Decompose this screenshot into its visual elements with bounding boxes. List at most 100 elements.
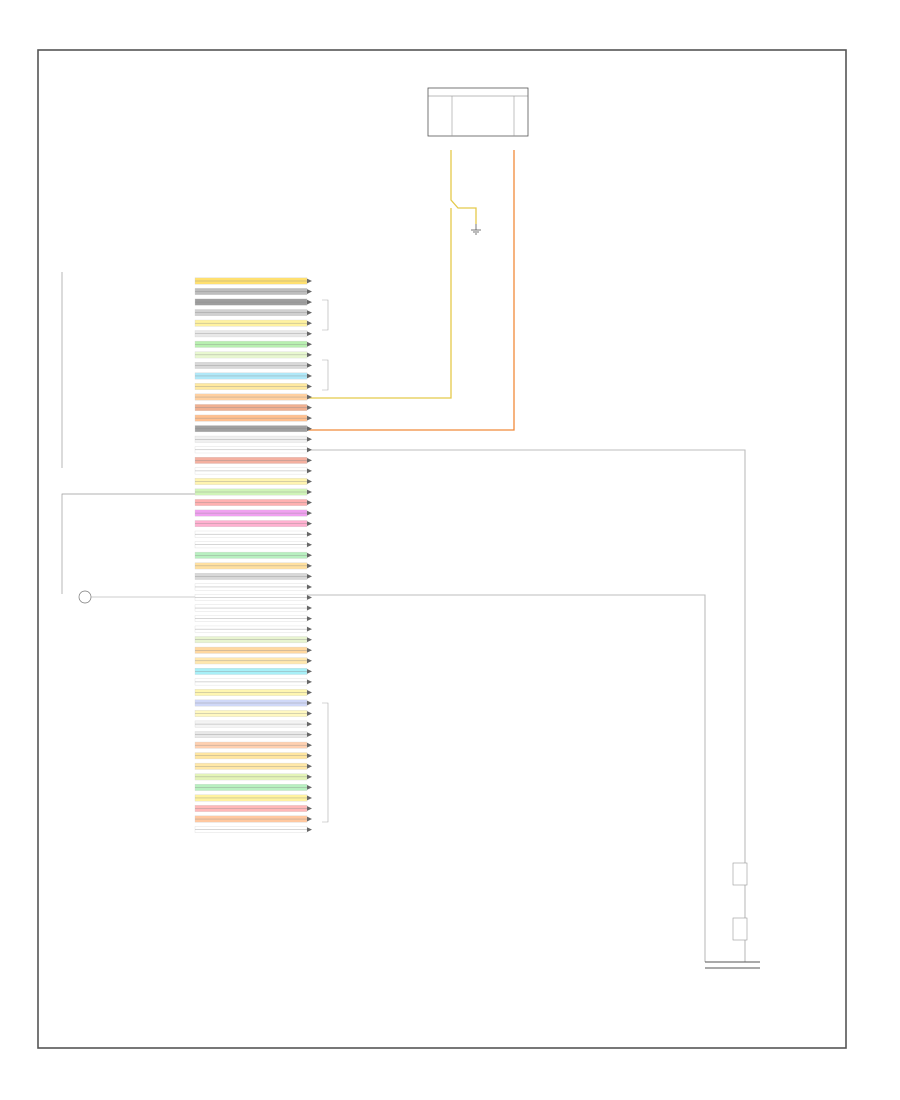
arrow-icon	[307, 711, 312, 716]
arrow-icon	[307, 753, 312, 759]
pin-row	[194, 309, 312, 317]
pin-row	[194, 752, 312, 760]
pin-row	[194, 805, 312, 812]
pin-row	[194, 583, 312, 591]
pin-row	[194, 784, 312, 791]
pin-row	[194, 594, 312, 601]
arrow-icon	[307, 394, 312, 400]
system-brackets	[322, 299, 329, 823]
yellow-wire	[450, 150, 477, 224]
arrow-icon	[307, 584, 312, 590]
pin-row	[194, 393, 312, 401]
arrow-icon	[307, 637, 312, 643]
pin-row	[194, 699, 312, 707]
arrow-icon	[307, 774, 312, 780]
pin-row	[194, 815, 312, 823]
arrow-icon	[307, 732, 312, 738]
arrow-icon	[307, 500, 312, 505]
pin-row	[194, 383, 312, 390]
arrow-icon	[307, 405, 312, 410]
arrow-icon	[307, 552, 312, 558]
pin-row	[194, 478, 312, 485]
diagram-border	[37, 49, 847, 1049]
arrow-icon	[307, 489, 312, 495]
pin-row	[194, 509, 312, 517]
pin-row	[194, 277, 312, 285]
arrow-icon	[307, 415, 312, 421]
pin-row	[194, 773, 312, 781]
pin-row	[194, 435, 312, 443]
arrow-icon	[307, 721, 312, 727]
pin-row	[194, 541, 312, 549]
top-module-box	[427, 87, 529, 137]
pin-row	[194, 404, 312, 411]
arrow-icon	[307, 510, 312, 516]
pin-row	[194, 456, 312, 464]
arrow-icon	[307, 468, 312, 474]
gray-wire	[306, 449, 746, 962]
arrow-icon	[307, 531, 312, 537]
pin-row	[194, 362, 312, 369]
pin-row	[194, 625, 312, 633]
pin-row	[194, 551, 312, 559]
pin-row	[194, 562, 312, 570]
arrow-icon	[307, 384, 312, 389]
arrow-icon	[307, 595, 312, 600]
arrow-icon	[307, 521, 312, 527]
pin-row	[194, 330, 312, 338]
arrow-icon	[307, 331, 312, 337]
arrow-icon	[307, 563, 312, 569]
connector-bracket	[61, 493, 196, 594]
pin-row	[194, 678, 312, 686]
pin-row	[194, 446, 312, 454]
arrow-icon	[307, 373, 312, 379]
pin-row	[194, 636, 312, 644]
arrow-icon	[307, 827, 312, 832]
arrow-icon	[307, 320, 312, 326]
arrow-icon	[307, 479, 312, 484]
pin-row	[194, 657, 312, 665]
bottom-module	[705, 862, 760, 969]
yellow-wire-branch	[306, 208, 452, 399]
pin-row	[194, 741, 312, 749]
arrow-icon	[307, 542, 312, 548]
pin-row	[194, 615, 312, 622]
arrow-icon	[307, 763, 312, 769]
arrow-icon	[307, 690, 312, 695]
arrow-icon	[307, 668, 312, 674]
arrow-icon	[307, 785, 312, 790]
arrow-icon	[307, 616, 312, 621]
pin-row	[194, 298, 312, 306]
pin-row	[194, 499, 312, 506]
arrow-icon	[307, 278, 312, 284]
pin-row	[194, 604, 312, 612]
arrow-icon	[307, 795, 312, 801]
arrow-icon	[307, 363, 312, 368]
pin-row	[194, 731, 312, 739]
arrow-icon	[307, 605, 312, 611]
arrow-icon	[307, 700, 312, 706]
pin-row	[194, 414, 312, 422]
pin-row	[194, 668, 312, 675]
arrow-icon	[307, 679, 312, 685]
pin-row	[194, 689, 312, 696]
gray-wire	[306, 594, 706, 962]
arrow-icon	[307, 647, 312, 653]
pin-row	[194, 530, 312, 538]
connector-pins	[194, 277, 312, 833]
pin-row	[194, 520, 312, 528]
arrow-icon	[307, 447, 312, 453]
pin-row	[194, 794, 312, 802]
pin-row	[194, 573, 312, 580]
arrow-icon	[307, 426, 312, 432]
pin-row	[194, 467, 312, 475]
arrow-icon	[307, 742, 312, 748]
arrow-icon	[307, 626, 312, 632]
orange-wire	[306, 150, 515, 431]
bottom-connector-box	[732, 917, 748, 941]
ground-symbol	[471, 224, 481, 235]
pin-row	[194, 488, 312, 496]
arrow-icon	[307, 299, 312, 305]
bottom-connector-box	[732, 862, 748, 886]
